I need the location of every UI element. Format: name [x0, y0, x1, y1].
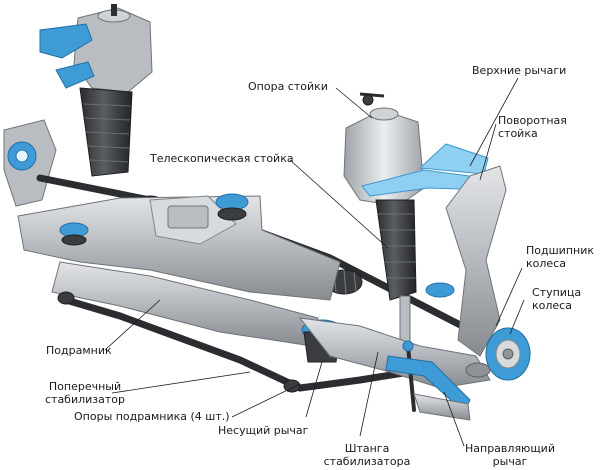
stabilizer-bar — [57, 291, 414, 393]
label-guide-arm-line1: Направляющий — [465, 442, 555, 455]
label-guide-arm-line2: рычаг — [492, 455, 528, 468]
left-strut-assembly — [3, 4, 153, 207]
label-guide-arm: Направляющий рычаг — [460, 442, 560, 468]
label-wheel-bearing-line2: колеса — [526, 257, 566, 270]
label-stabilizer-bar-line1: Поперечный — [48, 380, 122, 393]
steering-knuckle — [445, 165, 507, 357]
label-steering-knuckle-line2: стойка — [498, 127, 538, 140]
label-wheel-hub-line2: колеса — [532, 299, 572, 312]
subframe-mounts — [59, 193, 455, 363]
label-wheel-bearing-line1: Подшипник — [526, 244, 594, 257]
label-subframe: Подрамник — [46, 344, 112, 357]
upper-arms — [361, 143, 491, 197]
label-wheel-hub-line1: Ступица — [532, 286, 582, 299]
lower-arm — [298, 317, 491, 389]
label-stabilizer-bar: Поперечный стабилизатор — [44, 380, 126, 406]
leader-lines — [104, 77, 525, 447]
label-lower-arm: Несущий рычаг — [218, 424, 309, 437]
wheel-hub-assembly — [485, 327, 531, 381]
label-stabilizer-link-line1: Штанга — [344, 442, 390, 455]
label-telescopic-strut: Телескопическая стойка — [150, 152, 294, 165]
label-steering-knuckle: Поворотная стойка — [498, 114, 567, 140]
label-stabilizer-bar-line2: стабилизатор — [44, 393, 126, 406]
stabilizer-link — [402, 340, 416, 412]
label-strut-mount: Опора стойки — [248, 80, 328, 93]
label-steering-knuckle-line1: Поворотная — [498, 114, 567, 127]
label-stabilizer-link: Штанга стабилизатора — [322, 442, 412, 468]
label-upper-arms: Верхние рычаги — [472, 64, 567, 77]
subframe — [17, 195, 341, 347]
label-stabilizer-link-line2: стабилизатора — [323, 455, 411, 468]
label-wheel-bearing: Подшипник колеса — [526, 244, 594, 270]
label-wheel-hub: Ступица колеса — [532, 286, 581, 312]
right-strut-assembly — [343, 92, 425, 347]
label-subframe-mounts: Опоры подрамника (4 шт.) — [74, 410, 230, 423]
guide-arm — [385, 355, 471, 421]
